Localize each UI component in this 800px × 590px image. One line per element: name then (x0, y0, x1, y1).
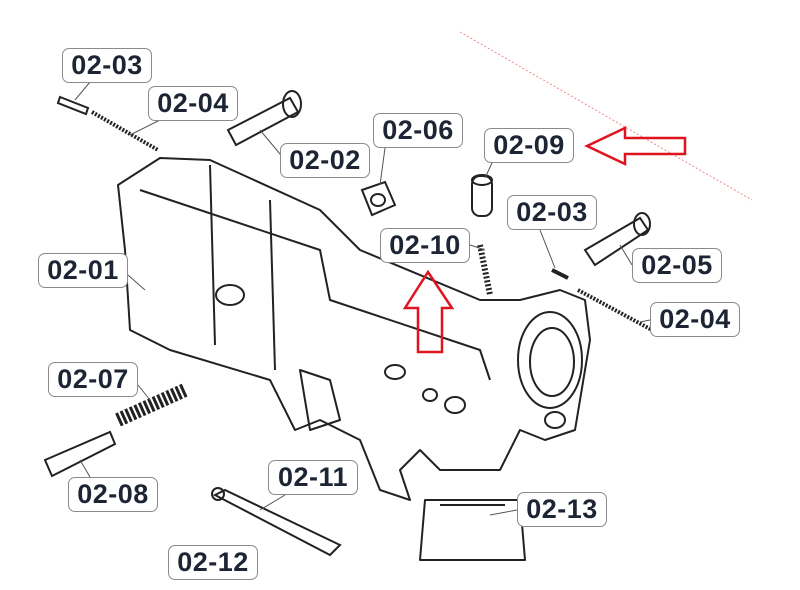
label-02-01: 02-01 (38, 253, 128, 288)
label-02-04-right: 02-04 (650, 302, 740, 337)
label-02-09: 02-09 (484, 128, 574, 163)
label-02-11: 02-11 (268, 460, 358, 495)
leader-lines (74, 81, 651, 516)
label-02-10: 02-10 (380, 228, 470, 263)
part-02-13-shape (419, 499, 526, 561)
red-arrow-left (584, 126, 687, 166)
label-02-03-right: 02-03 (507, 195, 597, 230)
label-02-08: 02-08 (68, 477, 158, 512)
lower-receiver (117, 157, 591, 561)
label-02-02: 02-02 (280, 143, 370, 178)
label-02-05: 02-05 (632, 248, 722, 283)
label-02-12: 02-12 (168, 545, 258, 580)
label-02-03: 02-03 (62, 48, 152, 83)
label-02-07: 02-07 (48, 362, 138, 397)
label-02-06: 02-06 (373, 113, 463, 148)
label-02-04: 02-04 (148, 86, 238, 121)
red-arrow-up (402, 269, 455, 354)
red-guide-line (459, 31, 753, 201)
small-parts (43, 90, 653, 557)
label-02-13: 02-13 (517, 492, 607, 527)
